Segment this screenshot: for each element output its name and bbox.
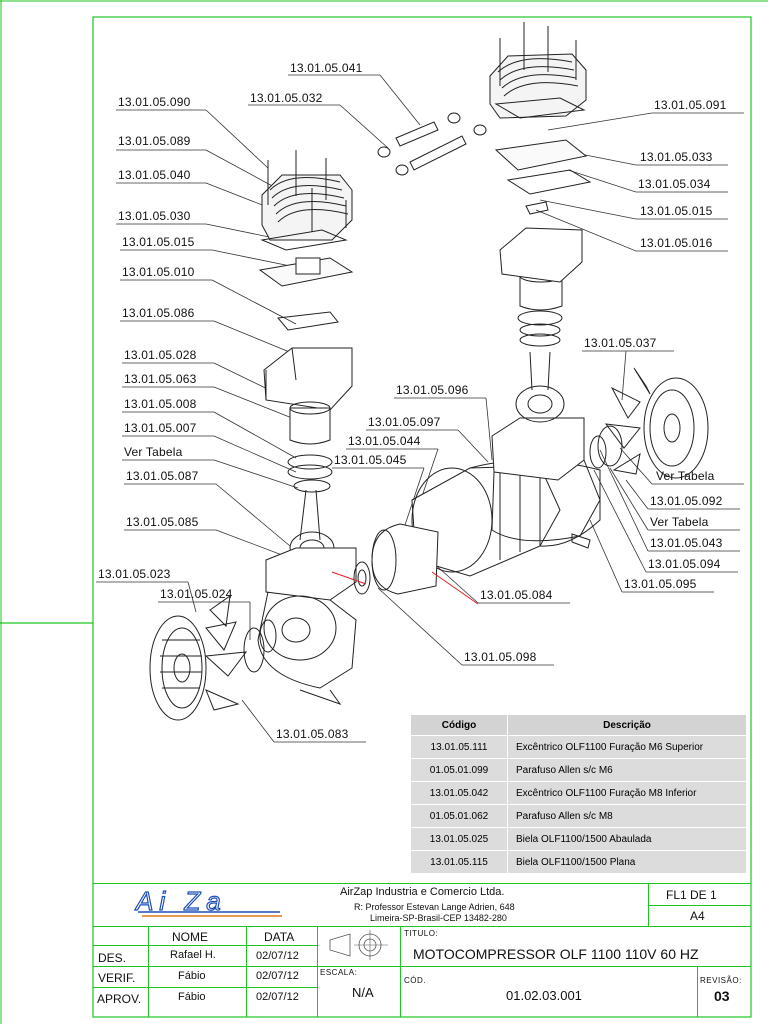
callout-left: 13.01.05.086	[122, 306, 195, 320]
company-address-2: Limeira-SP-Brasil-CEP 13482-280	[370, 913, 507, 923]
company-address-1: R: Professor Estevan Lange Adrien, 648	[354, 902, 515, 912]
callout-right: 13.01.05.037	[584, 336, 657, 350]
row-description: Excêntrico OLF1100 Furação M6 Superior	[507, 735, 746, 759]
parts-table-header: Código Descrição	[411, 715, 746, 736]
callout-right: 13.01.05.034	[638, 177, 711, 191]
column-date: DATA	[264, 930, 295, 944]
row-description: Excêntrico OLF1100 Furação M8 Inferior	[507, 781, 746, 805]
callout-right: 13.01.05.015	[640, 204, 713, 218]
table-row: 01.05.01.062 Parafuso Allen s/c M8	[411, 804, 746, 828]
name-des: Rafael H.	[170, 949, 216, 961]
airzap-logo: Ai Za	[133, 888, 282, 917]
row-code: 01.05.01.062	[411, 804, 508, 828]
callout-right: 13.01.05.095	[624, 577, 697, 591]
callout-left: 13.01.05.085	[126, 515, 199, 529]
drawing-title: MOTOCOMPRESSOR OLF 1100 110V 60 HZ	[413, 946, 699, 962]
left-cylinder-head	[261, 150, 353, 241]
callout-left: 13.01.05.063	[124, 372, 197, 386]
callout-right: 13.01.05.043	[650, 536, 723, 550]
sheet-number: FL1 DE 1	[666, 888, 717, 902]
row-description: Parafuso Allen s/c M8	[507, 804, 746, 828]
callout-left: 13.01.05.007	[124, 421, 197, 435]
column-name: NOME	[172, 930, 208, 944]
row-code: 01.05.01.099	[411, 758, 508, 782]
callout-left: Ver Tabela	[124, 445, 183, 459]
revision-label: REVISÃO:	[700, 976, 742, 985]
parts-table: Código Descrição 13.01.05.111 Excêntrico…	[411, 715, 746, 873]
row-description: Biela OLF1100/1500 Plana	[507, 850, 746, 873]
row-code: 13.01.05.115	[411, 850, 508, 873]
title-label: TITULO:	[404, 929, 439, 938]
table-row: 01.05.01.099 Parafuso Allen s/c M6	[411, 758, 746, 782]
leader-lines	[96, 74, 744, 743]
role-verif: VERIF.	[98, 971, 136, 985]
callout-left: 13.01.05.090	[118, 95, 191, 109]
callout-center: 13.01.05.045	[334, 453, 407, 467]
callout-right: 13.01.05.091	[654, 98, 727, 112]
right-fan	[589, 367, 709, 479]
header-codigo: Código	[411, 715, 508, 736]
callout-right: 13.01.05.092	[650, 494, 723, 508]
callout-left: 13.01.05.008	[124, 397, 197, 411]
drawing-code: 01.02.03.001	[506, 988, 582, 1003]
callout-center: 13.01.05.098	[464, 650, 537, 664]
callout-left: 13.01.05.040	[118, 168, 191, 182]
right-cylinder-head	[489, 22, 587, 119]
revision-number: 03	[714, 988, 730, 1004]
scale-value: N/A	[352, 985, 374, 1000]
callout-left: 13.01.05.083	[276, 727, 349, 741]
callout-center: 13.01.05.044	[348, 434, 421, 448]
callout-right: 13.01.05.033	[640, 150, 713, 164]
callout-right: 13.01.05.016	[640, 236, 713, 250]
row-description: Biela OLF1100/1500 Abaulada	[507, 827, 746, 851]
callout-left: 13.01.05.015	[122, 235, 195, 249]
callout-left: 13.01.05.028	[124, 348, 197, 362]
callout-left: 13.01.05.023	[98, 567, 171, 581]
date-verif: 02/07/12	[256, 970, 299, 982]
callout-center: 13.01.05.097	[368, 415, 441, 429]
table-row: 13.01.05.025 Biela OLF1100/1500 Abaulada	[411, 827, 746, 851]
row-code: 13.01.05.025	[411, 827, 508, 851]
callout-right: Ver Tabela	[656, 469, 715, 483]
projection-symbol-icon	[329, 930, 388, 960]
callout-left: 13.01.05.030	[118, 209, 191, 223]
date-des: 02/07/12	[256, 950, 299, 962]
row-description: Parafuso Allen s/c M6	[507, 758, 746, 782]
company-name: AirZap Industria e Comercio Ltda.	[340, 886, 505, 898]
callout-left: 13.01.05.089	[118, 134, 191, 148]
code-label: CÓD.	[404, 976, 426, 985]
header-descricao: Descrição	[507, 715, 746, 736]
table-row: 13.01.05.042 Excêntrico OLF1100 Furação …	[411, 781, 746, 805]
callout-right: 13.01.05.094	[648, 557, 721, 571]
callout-right: Ver Tabela	[650, 515, 709, 529]
callout-left: 13.01.05.032	[250, 91, 323, 105]
name-aprov: Fábio	[178, 991, 206, 1003]
scale-label: ESCALA:	[320, 968, 358, 977]
role-aprov: APROV.	[97, 992, 142, 1006]
paper-size: A4	[690, 909, 705, 923]
motor-body	[353, 460, 601, 595]
callout-center: 13.01.05.084	[480, 588, 553, 602]
left-fan	[149, 594, 277, 721]
role-des: DES.	[98, 951, 127, 965]
row-code: 13.01.05.042	[411, 781, 508, 805]
callout-left: 13.01.05.024	[160, 587, 233, 601]
callout-left: 13.01.05.010	[122, 265, 195, 279]
name-verif: Fábio	[178, 970, 206, 982]
row-code: 13.01.05.111	[411, 735, 508, 759]
callout-center: 13.01.05.096	[396, 383, 469, 397]
callout-left: 13.01.05.087	[126, 469, 199, 483]
table-row: 13.01.05.111 Excêntrico OLF1100 Furação …	[411, 735, 746, 759]
table-row: 13.01.05.115 Biela OLF1100/1500 Plana	[411, 850, 746, 873]
date-aprov: 02/07/12	[256, 991, 299, 1003]
callout-left: 13.01.05.041	[290, 61, 363, 75]
